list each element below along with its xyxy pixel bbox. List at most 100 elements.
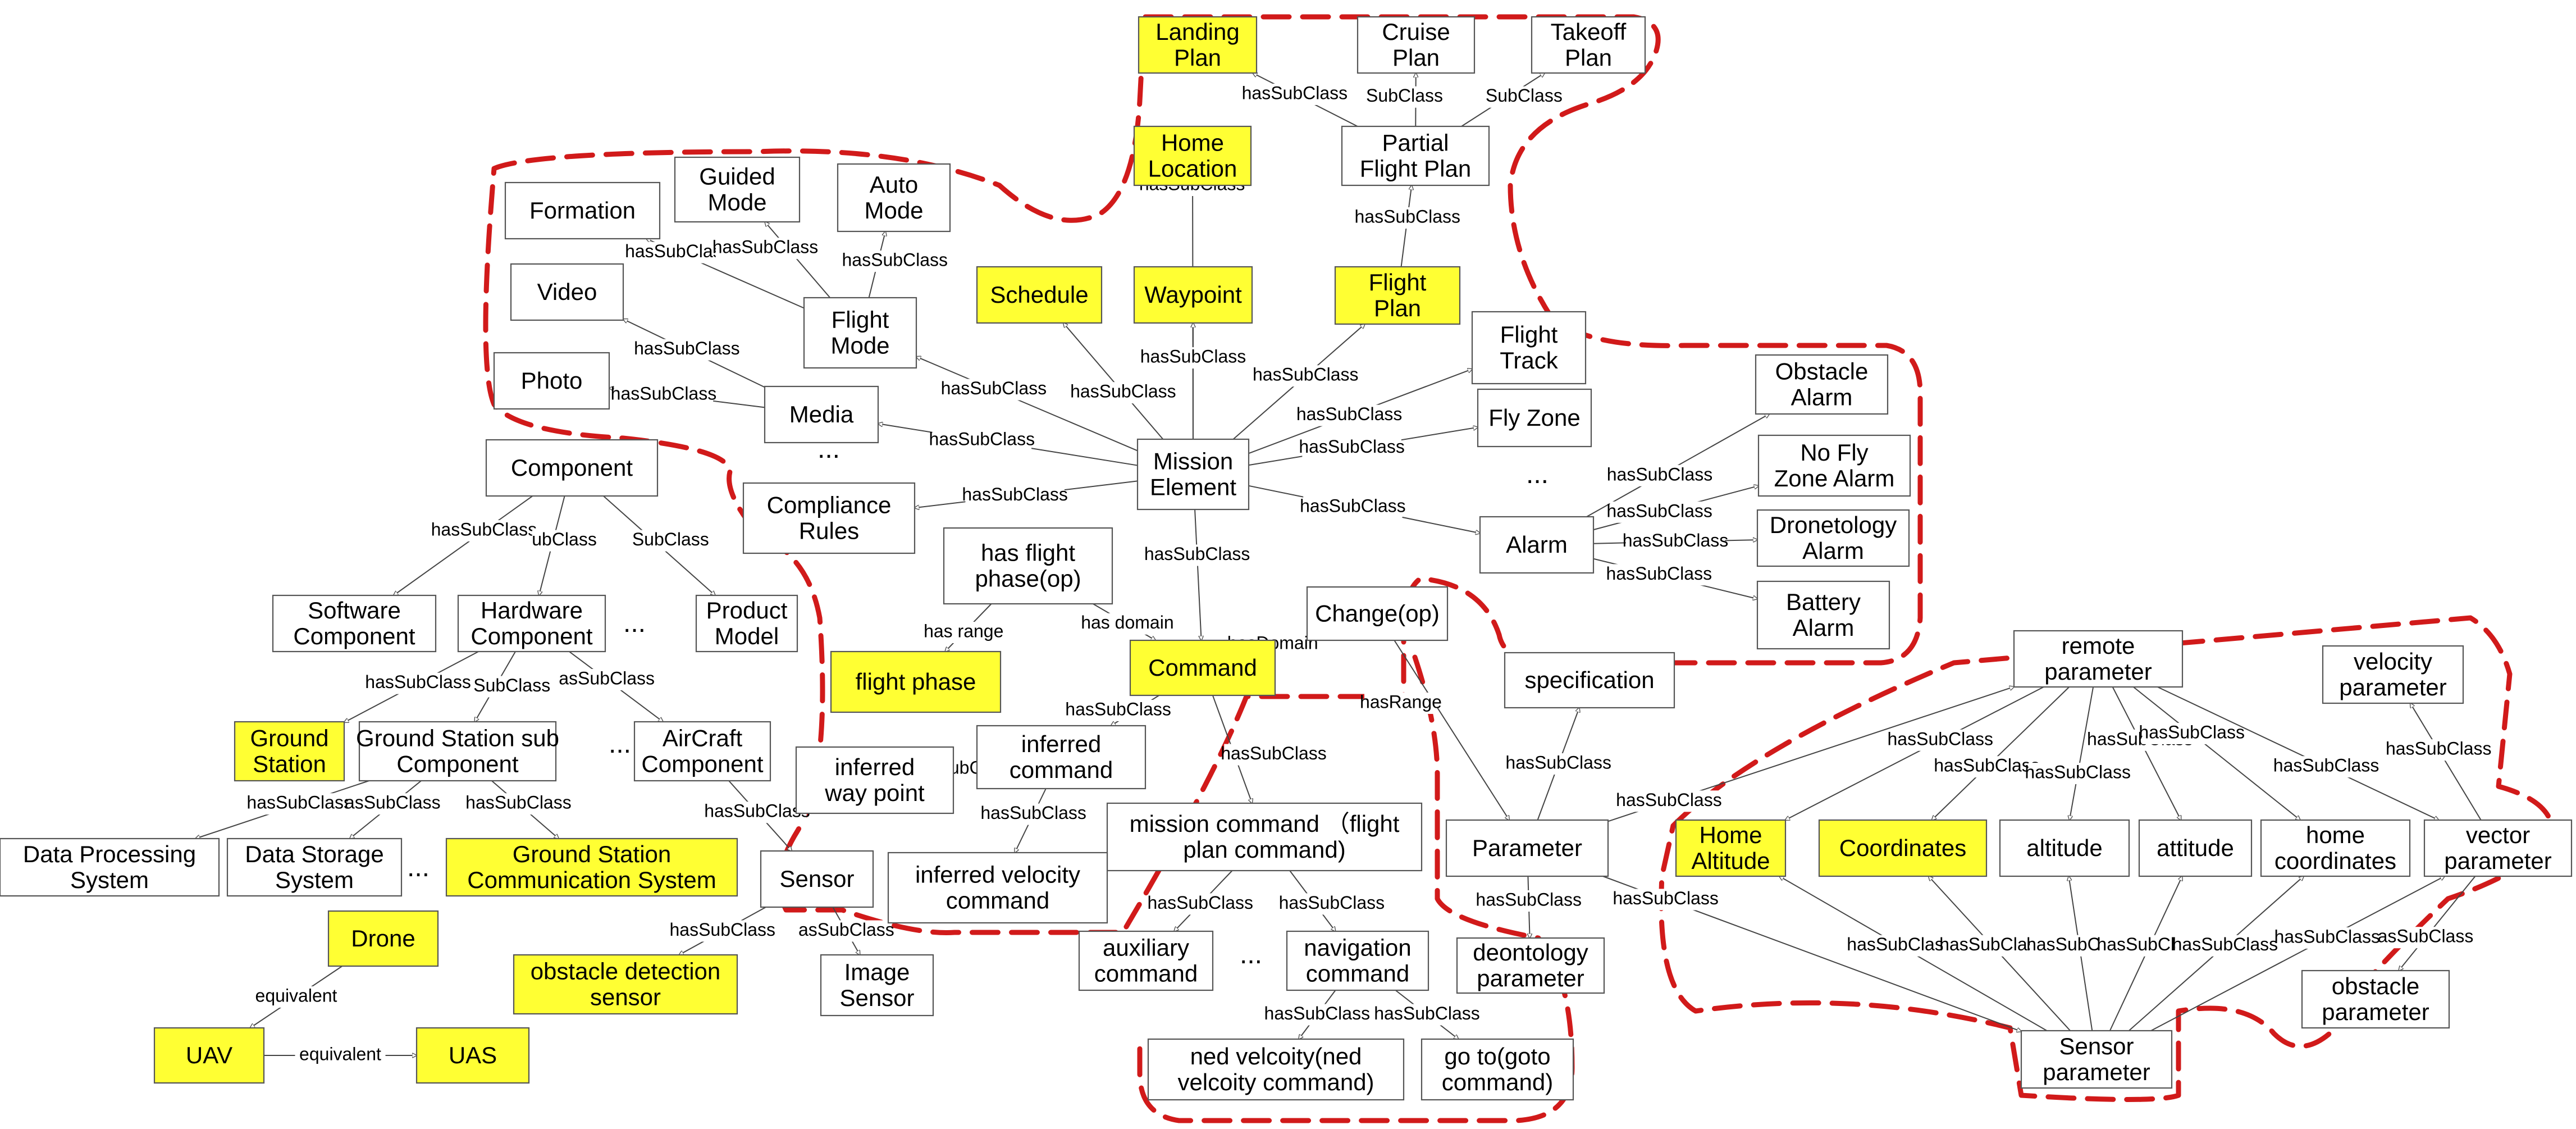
edge-label: hasSubClass <box>465 793 572 813</box>
edge-label: hasSubClass <box>1616 790 1722 810</box>
node-photo[interactable]: Photo <box>493 352 610 410</box>
node-parameter[interactable]: Parameter <box>1445 819 1609 877</box>
edge-has_flight_phase-flight_phase: has range <box>922 603 1004 652</box>
edge-label-bg <box>434 520 534 541</box>
edge-label-bg <box>475 676 549 698</box>
edge-label-bg <box>1302 437 1401 459</box>
edge-label-bg <box>1267 1004 1367 1026</box>
node-change-op[interactable]: Change(op) <box>1306 586 1449 641</box>
node-fly-zone[interactable]: Fly Zone <box>1477 388 1592 448</box>
edge-line <box>916 357 1138 452</box>
edge-label-bg <box>469 793 568 815</box>
edge-label: hasSubClass <box>1147 893 1253 913</box>
node-command[interactable]: Command <box>1129 639 1276 696</box>
edge-label: hasSubClass <box>1606 563 1712 584</box>
node-uav[interactable]: UAV <box>153 1027 265 1084</box>
node-label: Sensor <box>779 866 854 892</box>
node-coordinates[interactable]: Coordinates <box>1818 819 1988 877</box>
edge-label-bg <box>922 622 1004 643</box>
node-media[interactable]: Media <box>764 385 879 444</box>
edge-label-bg <box>944 379 1044 400</box>
node-box <box>2423 819 2573 877</box>
node-altitude[interactable]: altitude <box>1999 819 2130 877</box>
node-waypoint[interactable]: Waypoint <box>1133 266 1253 324</box>
node-box <box>837 163 951 233</box>
edge-mission_element-command: hasSubClass <box>1144 509 1250 640</box>
node-video[interactable]: Video <box>510 263 624 321</box>
node-box <box>674 156 801 223</box>
node-flight-phase[interactable]: flight phase <box>830 650 1002 713</box>
node-attitude[interactable]: attitude <box>2138 819 2253 877</box>
cluster-parameter <box>1659 615 2556 1102</box>
node-schedule[interactable]: Schedule <box>976 266 1103 324</box>
edge-label-bg <box>715 238 815 260</box>
node-specification[interactable]: specification <box>1504 652 1675 709</box>
node-alarm[interactable]: Alarm <box>1479 516 1595 574</box>
node-uas[interactable]: UAS <box>415 1027 530 1084</box>
edge-line <box>2410 703 2482 821</box>
edge-partial_flight_plan-cruise_plan: SubClass <box>1366 73 1443 127</box>
node-drone[interactable]: Drone <box>327 910 439 967</box>
node-box <box>1818 819 1988 877</box>
edge-label-bg <box>1224 744 1323 766</box>
edge-label: hasSubClass <box>625 241 731 261</box>
edge-command-mission_command: hasSubClass <box>1212 695 1327 803</box>
edge-remote_parameter-home_coordinates: hasSubClass <box>2133 686 2300 820</box>
node-component[interactable]: Component <box>485 439 659 497</box>
node-box <box>415 1027 530 1084</box>
edge-has_flight_phase-command: has domain <box>1081 603 1174 640</box>
edge-mission_element-schedule: hasSubClass <box>1063 323 1176 440</box>
node-sensor[interactable]: Sensor <box>760 850 874 908</box>
node-formation[interactable]: Formation <box>504 181 661 240</box>
edge-label-bg <box>1377 1004 1477 1026</box>
edge-label: hasSubClass <box>1140 347 1246 367</box>
